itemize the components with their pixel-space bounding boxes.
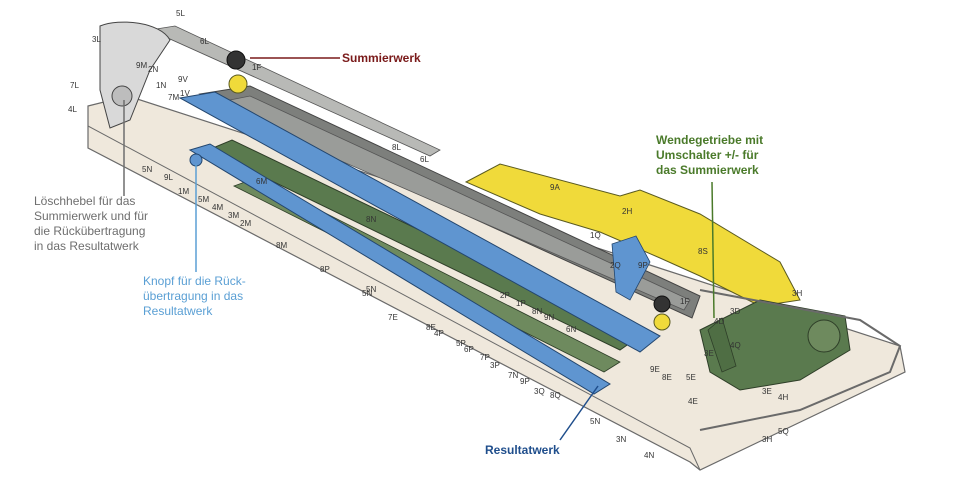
part-label: 8N — [366, 215, 376, 224]
part-label: 4Q — [730, 341, 741, 350]
part-label: 5Q — [778, 427, 789, 436]
part-label: 4P — [434, 329, 444, 338]
part-label: 9P — [638, 261, 648, 270]
part-label: 5N — [362, 289, 372, 298]
base-plate-edge — [87, 125, 701, 471]
part-label: 4L — [68, 105, 77, 114]
part-label: 3E — [704, 349, 714, 358]
part-label: 6M — [256, 177, 267, 186]
part-label: 2M — [240, 219, 251, 228]
part-label: 6N — [566, 325, 576, 334]
part-label: 8L — [392, 143, 401, 152]
part-label: 7L — [70, 81, 79, 90]
grey-upper-rail — [148, 25, 441, 157]
part-label: 2P — [500, 291, 510, 300]
wendegetriebe-label: Wendegetriebe mit Umschalter +/- für das… — [656, 133, 764, 177]
left-lever-hub — [111, 85, 133, 107]
summierwerk-gear — [228, 74, 248, 94]
part-label: 5M — [198, 195, 209, 204]
part-label: 2N — [148, 65, 158, 74]
part-label: 8Q — [550, 391, 561, 400]
resultatwerk-gear — [653, 313, 671, 331]
part-label: 3P — [490, 361, 500, 370]
part-label: 9E — [650, 365, 660, 374]
part-label: 5N — [366, 285, 376, 294]
part-label: 5E — [686, 373, 696, 382]
part-label: 7N — [508, 371, 518, 380]
blue-result-frame — [178, 91, 661, 353]
part-label: 1Q — [590, 231, 601, 240]
part-label: 5N — [142, 165, 152, 174]
part-label: 4M — [212, 203, 223, 212]
summierwerk-label: Summierwerk — [342, 51, 421, 65]
part-label: 4H — [778, 393, 788, 402]
part-label: 4N — [644, 451, 654, 460]
part-label: 3H — [762, 435, 772, 444]
part-label: 3L — [92, 35, 101, 44]
part-label: 7M — [168, 93, 179, 102]
part-label: 1V — [180, 89, 190, 98]
grey-carriage-top — [208, 95, 691, 311]
blue-lever — [611, 235, 651, 301]
part-label: 3M — [228, 211, 239, 220]
part-label: 8M — [276, 241, 287, 250]
resultatwerk-label: Resultatwerk — [485, 443, 560, 457]
part-label: 1M — [178, 187, 189, 196]
part-label: 6L — [420, 155, 429, 164]
part-label: 3E — [762, 387, 772, 396]
summierwerk-knob — [226, 50, 246, 70]
part-label: 9M — [136, 61, 147, 70]
part-label: 8P — [320, 265, 330, 274]
part-label: 9N — [544, 313, 554, 322]
yellow-plate — [464, 163, 801, 307]
part-label: 1P — [516, 299, 526, 308]
green-gearbox — [699, 299, 851, 391]
part-label: 3D — [730, 307, 740, 316]
part-label: 1F — [680, 297, 689, 306]
part-label: 8E — [426, 323, 436, 332]
part-label: 2Q — [610, 261, 621, 270]
green-switch-lever — [707, 317, 737, 373]
loeschhebel-label: Löschhebel für das Summierwerk und für d… — [34, 194, 149, 253]
green-flywheel — [807, 319, 841, 353]
part-label: 8E — [662, 373, 672, 382]
part-label: 3Q — [534, 387, 545, 396]
part-label: 5N — [590, 417, 600, 426]
part-label: 4D — [714, 317, 724, 326]
blue-result-bar — [188, 143, 611, 395]
wendegetriebe-leader — [711, 181, 715, 319]
part-label: 5P — [456, 339, 466, 348]
part-label: 6L — [200, 37, 209, 46]
knopf-label: Knopf für die Rück- übertragung in das R… — [143, 274, 246, 318]
right-rod — [699, 289, 902, 431]
part-label: 9V — [178, 75, 188, 84]
resultatwerk-leader — [559, 385, 599, 441]
part-label: 4E — [688, 397, 698, 406]
part-label: 7E — [388, 313, 398, 322]
part-label: 1N — [156, 81, 166, 90]
part-label: 3N — [616, 435, 626, 444]
resultatwerk-knob — [653, 295, 671, 313]
part-label: 7P — [480, 353, 490, 362]
part-label: 9L — [164, 173, 173, 182]
part-label: 2H — [622, 207, 632, 216]
part-label: 1F — [252, 63, 261, 72]
part-label: 5L — [176, 9, 185, 18]
part-label: 8S — [698, 247, 708, 256]
part-label: 6P — [464, 345, 474, 354]
part-label: 3H — [792, 289, 802, 298]
part-label: 8N — [532, 307, 542, 316]
part-label: 9A — [550, 183, 560, 192]
part-label: 9P — [520, 377, 530, 386]
